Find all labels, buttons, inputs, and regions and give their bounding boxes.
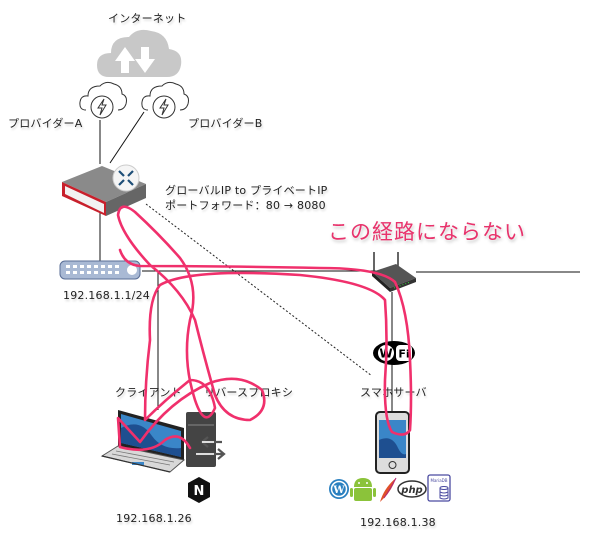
provider-a-label: プロバイダーA (8, 117, 83, 130)
internet-label: インターネット (108, 12, 187, 25)
switch-icon (59, 260, 141, 280)
nat-note-line2: ポートフォワード：80 → 8080 (165, 199, 326, 212)
provider-b-label: プロバイダーB (188, 117, 263, 130)
svg-text:php: php (400, 485, 422, 496)
router-icon (62, 164, 146, 216)
android-icon (350, 478, 376, 501)
cloud-lightning-icon (79, 81, 127, 119)
switch-subnet-label: 192.168.1.1/24 (63, 289, 150, 302)
svg-text:W: W (379, 347, 392, 361)
cloud-lightning-icon (141, 81, 189, 119)
proxy-server-icon (186, 412, 226, 467)
wifi-router-icon (372, 252, 416, 292)
svg-text:Fi: Fi (398, 348, 409, 361)
client-ip-label: 192.168.1.26 (116, 512, 192, 525)
svg-text:W: W (332, 485, 345, 496)
reverse-proxy-label: リバースプロキシ (204, 386, 294, 399)
nginx-icon: N (188, 477, 210, 503)
nginx-badge-text: N (194, 484, 205, 499)
apache-feather-icon (380, 477, 397, 502)
cloud-updown-icon (97, 29, 182, 77)
php-icon: php (397, 480, 427, 498)
svg-text:MariaDB: MariaDB (431, 478, 448, 483)
laptop-icon (100, 410, 186, 473)
client-label: クライアント (115, 386, 182, 399)
server-ip-label: 192.168.1.38 (360, 516, 436, 529)
server-stack: W php MariaDB (328, 474, 468, 504)
wifi-logo-icon: W Fi (373, 341, 415, 365)
smartphone-icon (375, 411, 410, 474)
mariadb-icon: MariaDB (427, 474, 451, 502)
nat-note-line1: グローバルIP to プライベートIP (165, 184, 328, 197)
wordpress-icon: W (329, 479, 349, 499)
annotation-text: この経路にならない (328, 220, 526, 244)
link-providerB-router (109, 111, 145, 164)
smartphone-server-label: スマホサーバ (360, 386, 427, 399)
